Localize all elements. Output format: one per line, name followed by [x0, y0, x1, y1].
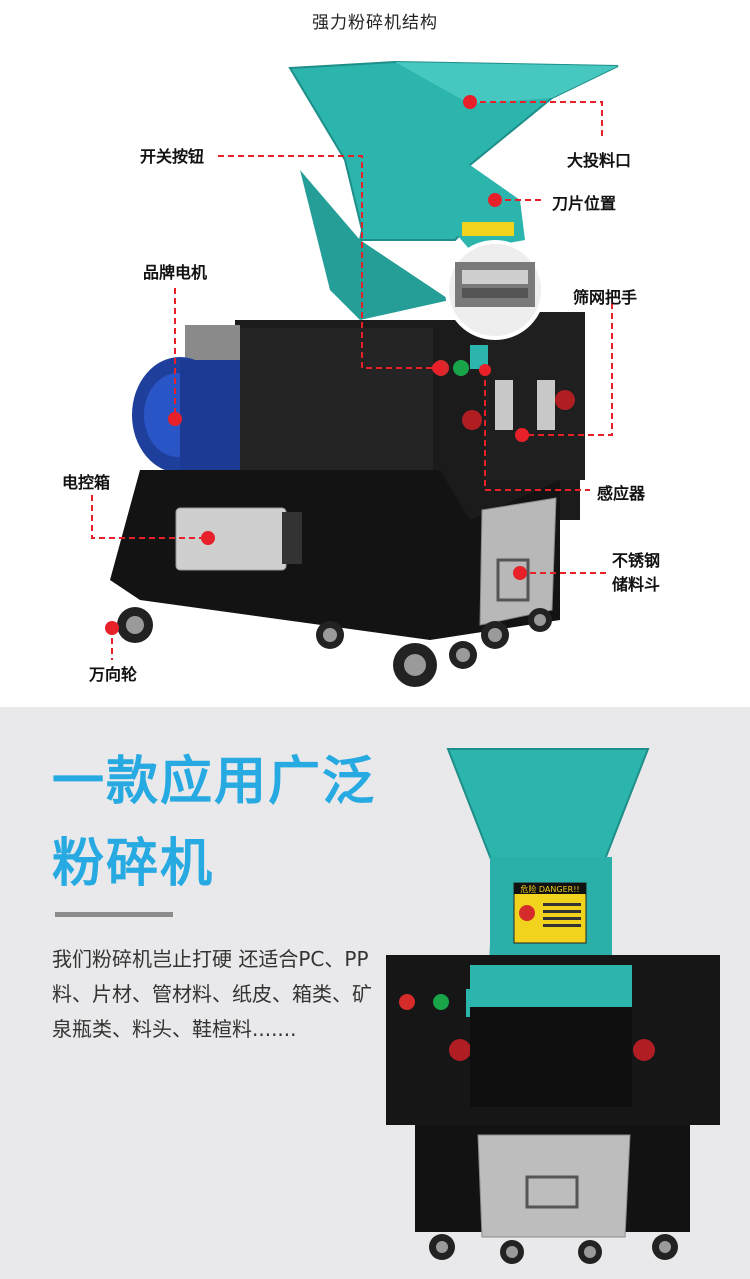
callout-feed-inlet: 大投料口: [567, 151, 632, 170]
callout-blade-position: 刀片位置: [552, 194, 617, 213]
callout-stainless-hopper-line1: 不锈钢: [612, 551, 661, 570]
callout-brand-motor: 品牌电机: [143, 263, 208, 282]
callout-sensor: 感应器: [597, 484, 646, 503]
promo-section: 危险 DANGER!!: [0, 707, 750, 1279]
callout-control-box: 电控箱: [62, 473, 111, 492]
headline-line2: 粉碎机: [52, 834, 215, 894]
page-title: 强力粉碎机结构: [312, 13, 438, 33]
callout-lines: [91, 95, 613, 660]
headline-line1: 一款应用广泛: [52, 752, 377, 812]
callout-caster-wheel: 万向轮: [89, 665, 138, 684]
description-text: 我们粉碎机岂止打硬 还适合PC、PP料、片材、管材料、纸皮、箱类、矿泉瓶类、料头…: [52, 947, 372, 1041]
callout-stainless-hopper-line2: 储料斗: [612, 575, 661, 594]
crusher-front-illustration: 危险 DANGER!!: [386, 748, 720, 1264]
structure-section: 强力粉碎机结构: [62, 13, 661, 687]
danger-label-text: 危险 DANGER!!: [520, 884, 579, 894]
callout-switch-button: 开关按钮: [140, 147, 205, 166]
callout-screen-handle: 筛网把手: [573, 288, 638, 307]
crusher-structure-illustration: [110, 60, 619, 687]
divider-bar: [55, 912, 173, 917]
